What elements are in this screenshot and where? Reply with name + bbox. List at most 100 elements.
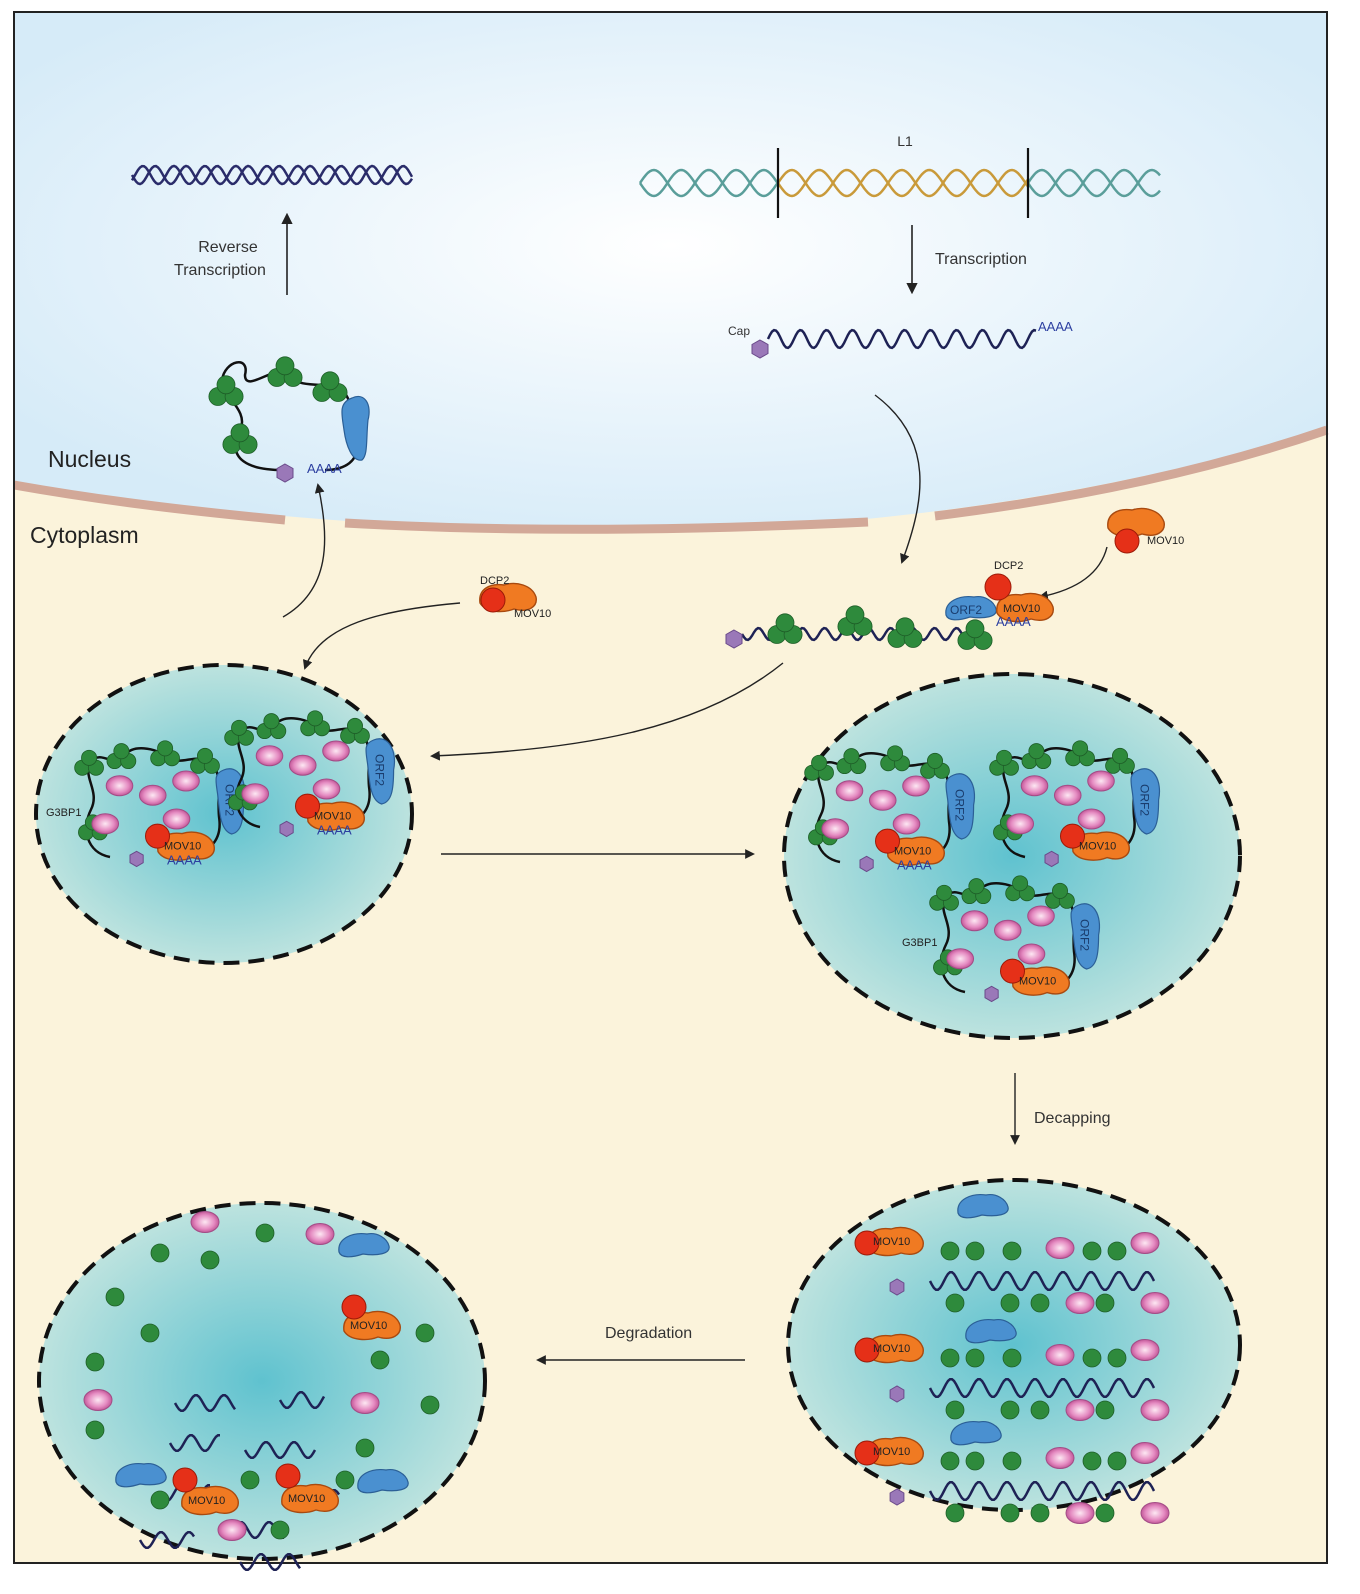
orf1p-icon [85, 1420, 105, 1440]
orf1p-icon [275, 356, 295, 376]
g3bp1-icon [1006, 813, 1035, 835]
orf1p-icon [150, 1243, 170, 1263]
mov10-icon [1012, 966, 1070, 996]
g3bp1-icon [172, 770, 200, 792]
orf2-icon [957, 1194, 1009, 1219]
g3bp1-icon [138, 784, 167, 806]
g3bp1-icon [190, 1211, 220, 1233]
orf1p-icon [1095, 1503, 1115, 1523]
g3bp1-icon [821, 818, 850, 840]
orf1p-icon [1002, 1348, 1022, 1368]
mov10-label: MOV10 [873, 1343, 910, 1355]
mov10-label: MOV10 [1079, 841, 1116, 853]
figure-border [13, 11, 1328, 1564]
cdna-helix [130, 164, 414, 186]
poly-a-label: AAAA [1038, 319, 1073, 334]
recruitment-arrow-left [302, 602, 461, 670]
rna-fragment [168, 1433, 220, 1453]
mov10-icon [887, 836, 945, 866]
l1-rna-strand [928, 1480, 1156, 1502]
orf1p-icon [355, 1438, 375, 1458]
g3bp1-icon [350, 1392, 380, 1414]
cap-icon [889, 1488, 905, 1506]
orf2-label: ORF2 [950, 603, 982, 617]
g3bp1-icon [868, 789, 897, 811]
orf1p-icon [150, 1490, 170, 1510]
mov10-label: MOV10 [350, 1320, 387, 1332]
orf1p-icon [775, 613, 795, 633]
orf1p-icon [965, 1348, 985, 1368]
g3bp1-icon [993, 919, 1022, 941]
g3bp1-icon [902, 775, 930, 797]
g3bp1-icon [892, 813, 921, 835]
genomic-dna-helix [638, 168, 1161, 198]
dcp2-icon [480, 587, 506, 613]
g3bp1-icon [835, 780, 864, 802]
cytoplasmic-l1-rnp: ORF2 MOV10 DCP2 AAAA [725, 560, 1054, 650]
orf1p-icon [927, 752, 944, 769]
orf2-icon [1070, 903, 1101, 970]
orf1p-icon [81, 749, 98, 766]
g3bp1-icon [288, 754, 317, 776]
orf2-icon [365, 738, 396, 805]
g3bp1-icon [1045, 1237, 1075, 1259]
g3bp1-icon [241, 783, 270, 805]
orf1p-icon [965, 619, 985, 639]
orf1p-icon [1095, 1293, 1115, 1313]
poly-a-label: AAAA [307, 461, 342, 476]
orf2-icon [1130, 768, 1161, 835]
dcp2-icon [854, 1440, 880, 1466]
dcp2-icon [275, 1463, 301, 1489]
g3bp1-icon [1140, 1399, 1170, 1421]
orf1p-icon [940, 1241, 960, 1261]
reverse-transcription-label-2: Transcription [174, 262, 266, 279]
g3bp1-icon [1065, 1502, 1095, 1524]
nuclear-l1-rnp: AAAA [208, 356, 370, 483]
orf1p-icon [335, 1470, 355, 1490]
g3bp1-icon [305, 1223, 335, 1245]
orf1p-icon [945, 1293, 965, 1313]
orf1p-icon [1000, 1503, 1020, 1523]
orf1p-icon [370, 1350, 390, 1370]
mov10-icon [1072, 831, 1130, 861]
mov10-free-right: MOV10 [1107, 507, 1184, 554]
orf1p-icon [320, 371, 340, 391]
mov10-label: MOV10 [288, 1493, 325, 1505]
g3bp1-icon [1065, 1292, 1095, 1314]
cap-icon [279, 820, 294, 838]
g3bp1-icon [1140, 1502, 1170, 1524]
cap-icon [984, 985, 999, 1003]
orf1p-icon [270, 1520, 290, 1540]
orf1p-icon [996, 749, 1013, 766]
cap-label: Cap [728, 324, 750, 338]
mov10-label: MOV10 [1147, 535, 1184, 547]
orf1p-icon [1000, 1400, 1020, 1420]
l1-rna-strand [940, 882, 1076, 994]
dcp2-icon [341, 1294, 367, 1320]
l1-rna-strand [928, 1270, 1156, 1292]
g3bp1-icon [1045, 1447, 1075, 1469]
g3bp1-icon [1130, 1232, 1160, 1254]
g3bp1-icon [1087, 770, 1115, 792]
g3bp1-icon [1130, 1339, 1160, 1361]
g3bp1-icon [322, 740, 350, 762]
rna-fragment [243, 1440, 317, 1460]
orf1p-icon [85, 1352, 105, 1372]
poly-a-label: AAAA [996, 614, 1031, 629]
g3bp1-icon [312, 778, 341, 800]
rna-fragment [238, 1552, 302, 1572]
cap-icon [276, 463, 294, 483]
orf1p-icon [1095, 1400, 1115, 1420]
g3bp1-icon [1027, 905, 1055, 927]
g3bp1-icon [217, 1519, 247, 1541]
orf1p-icon [940, 1348, 960, 1368]
orf1p-icon [968, 878, 985, 895]
orf1p-icon [1107, 1241, 1127, 1261]
cap-icon [889, 1385, 905, 1403]
orf1p-icon [346, 717, 363, 734]
cap-icon [725, 629, 743, 649]
transcription-label: Transcription [935, 251, 1027, 268]
dcp2-icon [145, 823, 170, 849]
